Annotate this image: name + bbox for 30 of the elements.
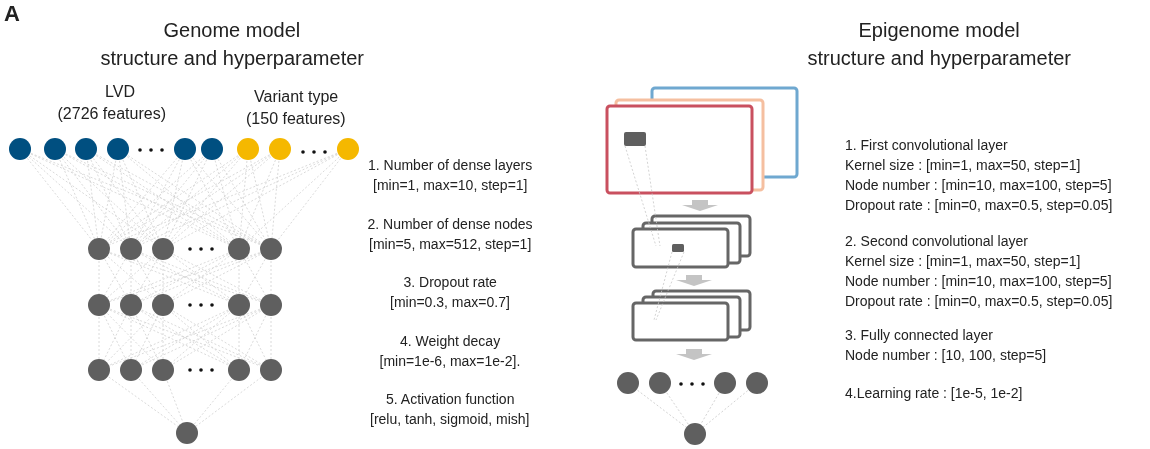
heading: Genome model <box>163 18 301 42</box>
feature-group-label: (2726 features) <box>57 104 166 124</box>
hyperparameter-text: 1. First convolutional layer <box>845 136 1008 154</box>
hyperparameter-text: [min=5, max=512, step=1] <box>369 235 532 253</box>
hyperparameter-text: [relu, tanh, sigmoid, mish] <box>370 410 530 428</box>
hyperparameter-text: Node number : [min=10, max=100, step=5] <box>845 272 1112 290</box>
hyperparameter-text: 4.Learning rate : [1e-5, 1e-2] <box>845 384 1023 402</box>
hyperparameter-text: 2. Second convolutional layer <box>845 232 1028 250</box>
hyperparameter-text: [min=0.3, max=0.7] <box>390 293 510 311</box>
hyperparameter-text: Kernel size : [min=1, max=50, step=1] <box>845 252 1081 270</box>
hyperparameter-text: 1. Number of dense layers <box>368 156 533 174</box>
feature-group-label: LVD <box>105 82 135 102</box>
hyperparameter-text: 5. Activation function <box>386 390 515 408</box>
hyperparameter-text: [min=1e-6, max=1e-2]. <box>379 352 521 370</box>
hyperparameter-text: 3. Dropout rate <box>403 273 497 291</box>
hyperparameter-text: Dropout rate : [min=0, max=0.5, step=0.05] <box>845 196 1113 214</box>
feature-group-label: Variant type <box>254 87 339 107</box>
heading: structure and hyperparameter <box>100 46 364 70</box>
hyperparameter-text: [min=1, max=10, step=1] <box>373 176 528 194</box>
hyperparameter-text: 3. Fully connected layer <box>845 326 993 344</box>
hyperparameter-text: Node number : [min=10, max=100, step=5] <box>845 176 1112 194</box>
panel-letter: A <box>4 0 20 28</box>
heading: structure and hyperparameter <box>807 46 1071 70</box>
heading: Epigenome model <box>858 18 1020 42</box>
hyperparameter-text: 4. Weight decay <box>400 332 501 350</box>
hyperparameter-text: Kernel size : [min=1, max=50, step=1] <box>845 156 1081 174</box>
hyperparameter-text: Dropout rate : [min=0, max=0.5, step=0.05] <box>845 292 1113 310</box>
hyperparameter-text: Node number : [10, 100, step=5] <box>845 346 1047 364</box>
hyperparameter-text: 2. Number of dense nodes <box>367 215 533 233</box>
feature-group-label: (150 features) <box>246 109 346 129</box>
